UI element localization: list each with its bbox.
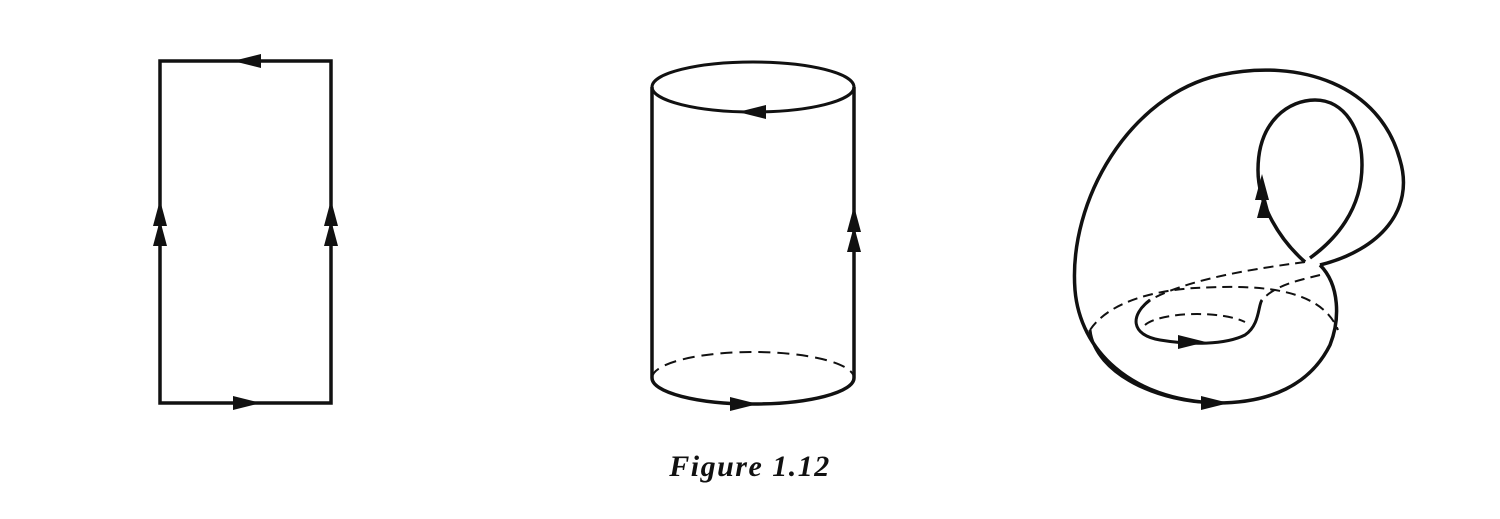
klein-bottom-arrow: [1201, 396, 1229, 410]
cylinder-bottom-arrow: [730, 397, 758, 411]
klein-inner-opening: [1134, 298, 1264, 345]
klein-neck-loop: [1256, 98, 1364, 264]
bottom-edge-arrow: [233, 396, 261, 410]
klein-inner-arrow: [1178, 335, 1206, 349]
klein-outer-body: [1072, 68, 1406, 405]
rectangle-outline: [158, 59, 333, 405]
klein-neck-dashed-lower: [1261, 274, 1321, 301]
cylinder-bottom-front: [650, 377, 856, 406]
klein-lower-right: [1216, 263, 1339, 405]
left-edge-double-arrow: [153, 200, 167, 246]
klein-inner-opening-top: [1144, 313, 1246, 326]
cylinder-bottom-back-dashed: [651, 351, 855, 379]
top-edge-arrow: [233, 54, 261, 68]
cylinder-top-ellipse: [650, 60, 856, 114]
cylinder-right-double-arrow: [847, 206, 861, 252]
klein-neck-dashed-upper: [1149, 261, 1306, 301]
right-edge-double-arrow: [324, 200, 338, 246]
panel-rectangle: [153, 54, 338, 410]
figure-caption: Figure 1.12: [669, 450, 831, 483]
cylinder-top-arrow: [738, 105, 766, 119]
klein-bottom-rim-back-dashed: [1089, 285, 1339, 331]
panel-klein-bottle: [1072, 68, 1406, 410]
klein-bottom-rim-front: [1088, 329, 1218, 405]
panel-cylinder: [650, 60, 861, 411]
